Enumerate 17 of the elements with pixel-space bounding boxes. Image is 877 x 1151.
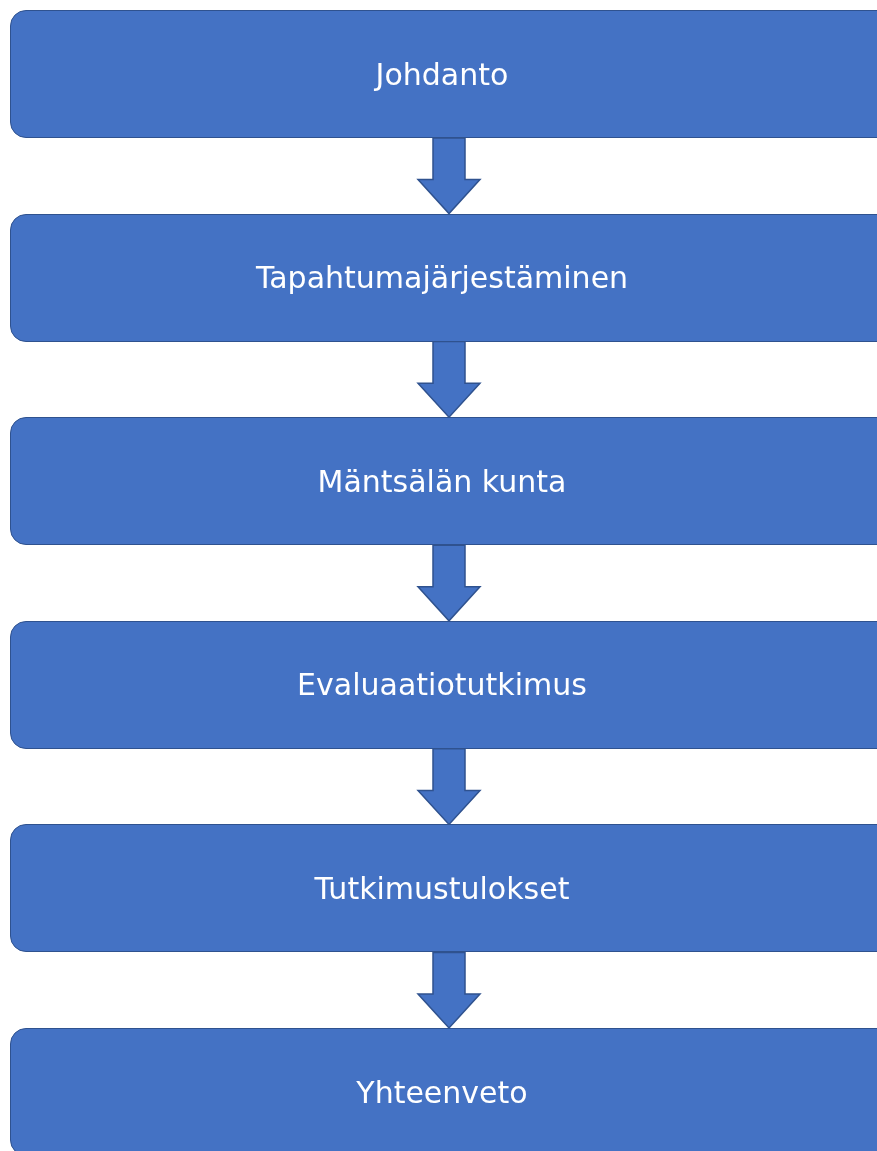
block-arrow	[416, 544, 482, 622]
process-box	[10, 213, 877, 342]
box-label: Tutkimustulokset	[314, 870, 570, 906]
box-label: Evaluaatiotutkimus	[297, 667, 587, 703]
process-box	[10, 824, 877, 953]
box-label: Tapahtumajärjestäminen	[255, 260, 629, 296]
box-label: Yhteenveto	[356, 1074, 528, 1110]
block-arrow	[416, 137, 482, 215]
process-box	[10, 417, 877, 546]
box-label: Johdanto	[375, 56, 509, 92]
block-arrow	[416, 748, 482, 826]
block-arrow	[416, 340, 482, 419]
process-box	[10, 620, 877, 749]
process-box	[10, 1028, 877, 1151]
block-arrow	[416, 951, 482, 1030]
box-label: Mäntsälän kunta	[317, 463, 567, 499]
process-box	[10, 10, 877, 138]
